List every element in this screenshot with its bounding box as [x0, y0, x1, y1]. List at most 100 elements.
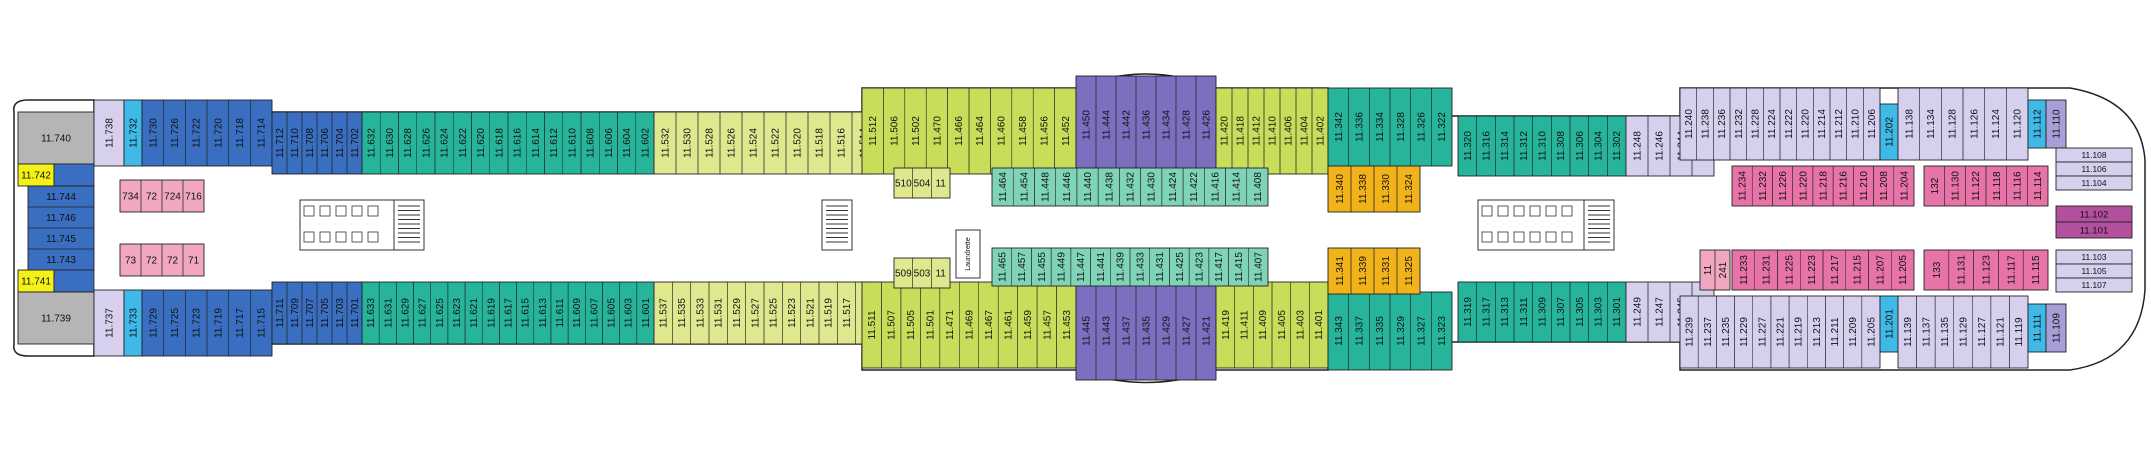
- cabin[interactable]: [2022, 249, 2049, 291]
- cabin-number: 11.322: [1437, 112, 1448, 142]
- cabin-number: 11.621: [469, 298, 480, 328]
- cabin[interactable]: [1714, 249, 1731, 291]
- laundrette-room[interactable]: [955, 229, 981, 279]
- cabin-number: 11.624: [440, 128, 451, 158]
- cabin-number: 11.606: [604, 128, 615, 158]
- cabin-number: 11.471: [945, 310, 956, 340]
- cabin-number: 11.423: [1195, 252, 1206, 282]
- cabin-number: 11.129: [1959, 317, 1970, 347]
- cabin-number: 11.205: [1866, 317, 1877, 347]
- cabin[interactable]: [1891, 249, 1915, 291]
- cabin[interactable]: [1246, 167, 1269, 207]
- cabin-block: 11.110: [2045, 99, 2067, 149]
- cabin-number: 11.434: [1162, 110, 1173, 140]
- cabin-number: 11.312: [1519, 131, 1530, 161]
- cabin-number: 11.448: [1041, 172, 1052, 202]
- cabin-number: 11.246: [1655, 131, 1666, 161]
- cabin-number: 11.338: [1358, 174, 1369, 204]
- cabin[interactable]: [931, 257, 951, 289]
- cabin-number: 11.440: [1083, 172, 1094, 202]
- cabin-number: 133: [1932, 261, 1943, 278]
- cabin[interactable]: [2055, 175, 2133, 191]
- cabin-number: 11.248: [1633, 131, 1644, 161]
- cabin[interactable]: [182, 243, 205, 277]
- cabin-number: 11.222: [1784, 109, 1795, 139]
- cabin-number: 11.517: [842, 298, 853, 328]
- cabin-number: 11.317: [1482, 297, 1493, 327]
- elevator-icon: [1481, 205, 1493, 217]
- cabin-block: [53, 163, 95, 187]
- cabin-number: 11.311: [1519, 297, 1530, 327]
- cabin[interactable]: [2045, 303, 2067, 353]
- cabin-number: 11.106: [2082, 164, 2107, 174]
- cabin-number: 11.115: [2031, 255, 2042, 285]
- cabin-number: 11.453: [1062, 310, 1073, 340]
- cabin-number: 11.501: [926, 310, 937, 340]
- cabin-number: 11.442: [1122, 110, 1133, 140]
- cabin[interactable]: [931, 167, 951, 199]
- cabin-number: 11.625: [435, 298, 446, 328]
- cabin[interactable]: [1248, 247, 1269, 287]
- cabin-number: 11.733: [129, 308, 140, 338]
- cabin[interactable]: [1893, 165, 1915, 207]
- cabin-number: 11.607: [589, 298, 600, 328]
- cabin[interactable]: [182, 179, 205, 213]
- cabin-number: 11.123: [1982, 255, 1993, 285]
- cabin-number: 11.745: [46, 234, 76, 245]
- cabin-number: 11.403: [1296, 310, 1307, 340]
- cabin-number: 11.709: [290, 298, 301, 328]
- cabin-block: 11.733: [123, 289, 143, 357]
- cabin-number: 11.427: [1182, 316, 1193, 346]
- cabin-number: 11.703: [335, 298, 346, 328]
- cabin[interactable]: [1431, 87, 1453, 167]
- cabin-number: 11.137: [1921, 317, 1932, 347]
- cabin-block: 11.104: [2055, 175, 2133, 191]
- cabin-number: 11.738: [105, 118, 116, 148]
- cabin-number: 11.441: [1096, 252, 1107, 282]
- cabin[interactable]: [2055, 277, 2133, 293]
- cabin-number: 73: [125, 256, 137, 267]
- cabin-number: 11.732: [129, 118, 140, 148]
- cabin[interactable]: [1431, 291, 1453, 371]
- cabin-number: 11.204: [1899, 171, 1910, 201]
- cabin-number: 11.528: [705, 128, 716, 158]
- cabin-number: 11.301: [1612, 297, 1623, 327]
- cabin-number: 11.457: [1042, 310, 1053, 340]
- elevator-icon: [367, 205, 379, 217]
- cabin[interactable]: [1396, 165, 1421, 213]
- cabin-number: 11.702: [350, 128, 361, 158]
- cabin-number: 11.120: [2013, 109, 2024, 139]
- elevator-icon: [1545, 205, 1557, 217]
- cabin-number: 11.329: [1396, 316, 1407, 346]
- elevator-icon: [1529, 231, 1541, 243]
- cabin-number: 11.412: [1252, 116, 1263, 146]
- cabin-number: 11.620: [476, 128, 487, 158]
- cabin-number: 11.431: [1155, 252, 1166, 282]
- cabin-number: 11.419: [1221, 310, 1232, 340]
- cabin-number: 11.127: [1977, 317, 1988, 347]
- cabin-number: 11.454: [1019, 172, 1030, 202]
- cabin-number: 11.420: [1220, 116, 1231, 146]
- cabin-number: 11.743: [46, 255, 76, 266]
- cabin-number: 11.460: [997, 116, 1008, 146]
- cabin-number: 11.532: [661, 128, 672, 158]
- cabin-number: 11.208: [1879, 171, 1890, 201]
- cabin-number: 11.405: [1277, 310, 1288, 340]
- cabin[interactable]: [1396, 247, 1421, 295]
- cabin-number: 11.247: [1655, 297, 1666, 327]
- cabin-number: 72: [146, 256, 158, 267]
- cabin-number: 11.110: [2052, 109, 2063, 139]
- cabin-block-area: [893, 167, 951, 199]
- cabin[interactable]: [2027, 165, 2049, 207]
- cabin-number: 11.439: [1116, 252, 1127, 282]
- cabin-number: 11.604: [622, 128, 633, 158]
- cabin-number: 11.601: [641, 298, 652, 328]
- cabin[interactable]: [2055, 221, 2133, 239]
